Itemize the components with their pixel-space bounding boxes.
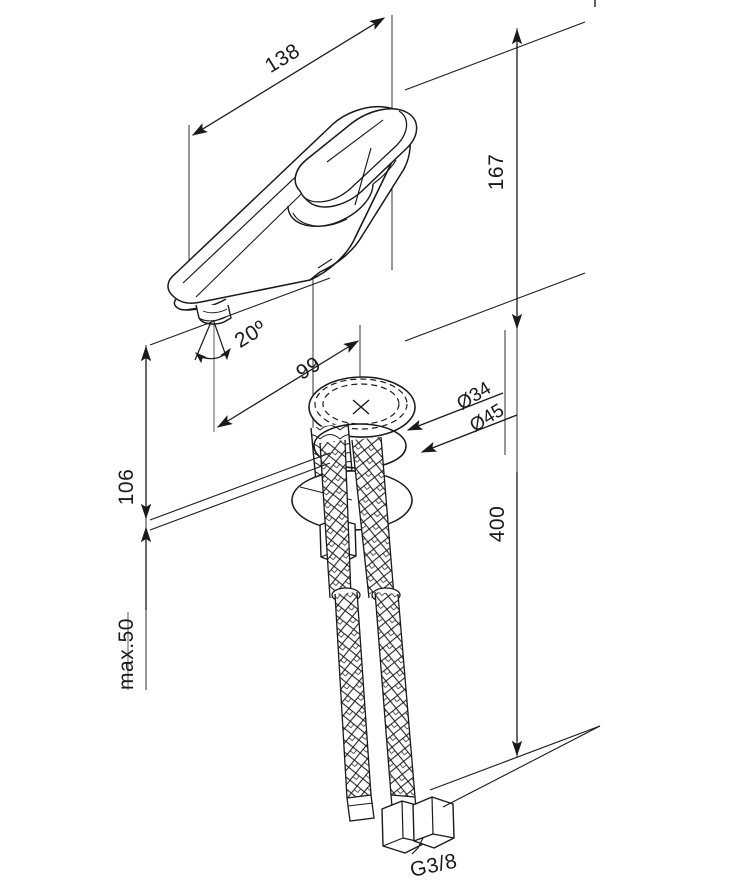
mounting-washer [291, 470, 413, 531]
dimension-106: 106 [115, 277, 331, 521]
dimension-max50-label: max.50 [115, 618, 138, 690]
hose-ferrule-left [346, 794, 375, 822]
hex-nut-leader-line [442, 725, 601, 808]
dimension-max50: max.50 [115, 462, 331, 690]
lever-handle [287, 108, 418, 227]
hex-nut-right [412, 796, 455, 849]
dimension-400: 400 [429, 472, 601, 791]
dimension-400-label: 400 [486, 506, 509, 543]
dimension-106-label: 106 [115, 469, 138, 506]
dimension-167: 167 [404, 21, 586, 342]
auxiliary-center-lines [127, 318, 215, 690]
dimension-167-label: 167 [485, 154, 508, 191]
